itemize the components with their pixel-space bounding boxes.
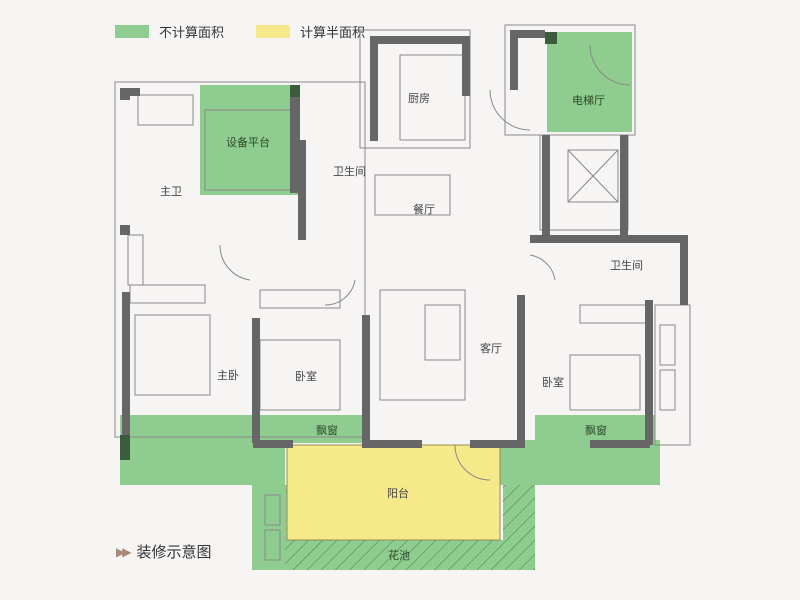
label-kitchen: 厨房: [408, 92, 430, 105]
left-planter-zone: [252, 485, 287, 570]
green-swatch: [115, 25, 149, 38]
legend-item-not-counted: 不计算面积: [115, 22, 224, 41]
bay-window-1-zone: [257, 415, 362, 443]
equipment-platform-zone: [200, 85, 300, 195]
yellow-swatch: [256, 25, 291, 38]
legend-label: 不计算面积: [159, 26, 225, 41]
label-bathroom-2: 卫生间: [610, 259, 643, 272]
label-planter: 花池: [388, 549, 410, 562]
label-balcony: 阳台: [387, 487, 409, 500]
caption: ▶▶ 装修示意图: [116, 541, 211, 562]
legend: 不计算面积 计算半面积: [115, 22, 387, 41]
label-master-bedroom: 主卧: [217, 369, 239, 382]
double-arrow-icon: ▶▶: [116, 544, 132, 559]
label-bedroom-1: 卧室: [295, 370, 317, 383]
bay-window-2-zone: [535, 415, 655, 443]
label-bay-window-2: 飘窗: [585, 424, 607, 437]
label-dining: 餐厅: [413, 203, 435, 216]
label-living-room: 客厅: [480, 342, 502, 355]
legend-label: 计算半面积: [300, 26, 366, 41]
label-equipment-platform: 设备平台: [226, 136, 270, 149]
label-bedroom-2: 卧室: [542, 376, 564, 389]
label-bay-window-1: 飘窗: [316, 424, 338, 437]
elevator-hall-zone: [547, 32, 632, 132]
label-bathroom-1: 卫生间: [333, 165, 366, 178]
caption-text: 装修示意图: [136, 543, 212, 561]
legend-item-half-counted: 计算半面积: [256, 22, 365, 41]
planter-hatch: [285, 540, 535, 570]
label-master-bath: 主卫: [160, 185, 182, 198]
balcony-zone: [286, 444, 501, 541]
planter-hatch-right: [503, 485, 535, 565]
label-elevator-hall: 电梯厅: [572, 94, 605, 107]
